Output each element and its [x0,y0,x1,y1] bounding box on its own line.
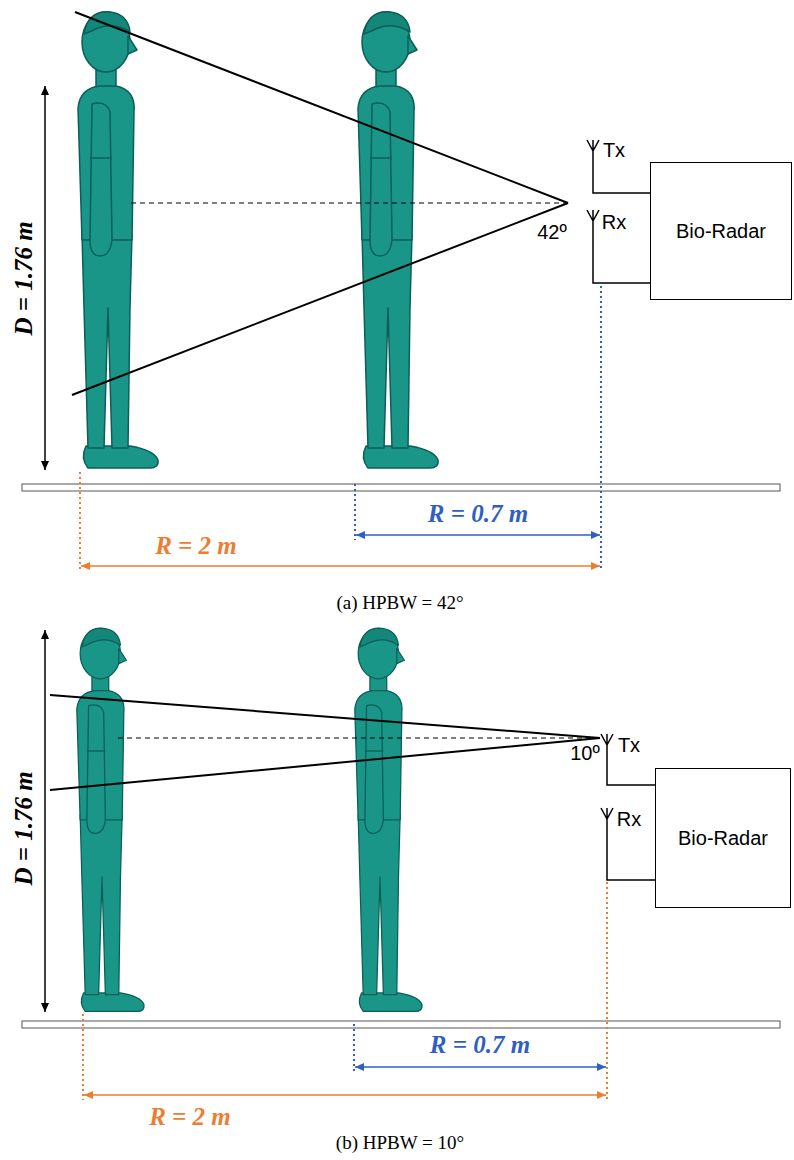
antenna-label: Tx [603,139,625,162]
distance-label: R = 0.7 m [430,1031,530,1060]
beam-edge [72,203,568,395]
antenna-symbol [587,210,650,283]
floor [22,1021,780,1028]
dimension-label: D = 1.76 m [10,221,39,335]
antenna-label: Tx [618,734,640,757]
angle-label: 42º [535,221,569,244]
dimension-arrow [81,565,600,567]
distance-label: R = 2 m [149,1103,231,1132]
person-figure [78,12,158,468]
subfigure-caption: (a) HPBW = 42° [336,592,463,614]
dimension-arrow [356,534,600,536]
dotted-guide [600,286,602,570]
person-figure [358,12,438,468]
person-figure [77,628,144,1011]
antenna-label: Rx [617,808,641,831]
beam-edge [50,738,600,790]
antenna-symbol [601,734,655,785]
subfigure-caption: (b) HPBW = 10° [336,1132,464,1154]
dotted-guide [353,1024,355,1072]
beam-axis [115,738,600,739]
dotted-guide [82,1014,84,1100]
beam-axis [130,203,568,204]
dimension-arrow [355,1066,606,1068]
dotted-guide [606,882,608,1100]
dotted-guide [79,472,81,570]
box-label: Bio-Radar [676,220,766,243]
distance-label: R = 0.7 m [428,500,528,529]
box-label: Bio-Radar [678,827,768,850]
beam-edge [75,12,568,203]
radar-box: Bio-Radar [650,162,792,300]
distance-label: R = 2 m [155,532,237,561]
dotted-guide [354,484,356,540]
floor [22,484,780,491]
person-figure [355,628,422,1011]
dimension-label: D = 1.76 m [10,771,39,885]
dimension-arrow [44,86,46,470]
beam-edge [50,695,600,738]
dimension-arrow [84,1094,606,1096]
angle-label: 10º [568,742,602,765]
antenna-symbol [601,808,655,880]
radar-box: Bio-Radar [655,768,791,908]
dimension-arrow [44,630,46,1012]
antenna-label: Rx [602,211,626,234]
